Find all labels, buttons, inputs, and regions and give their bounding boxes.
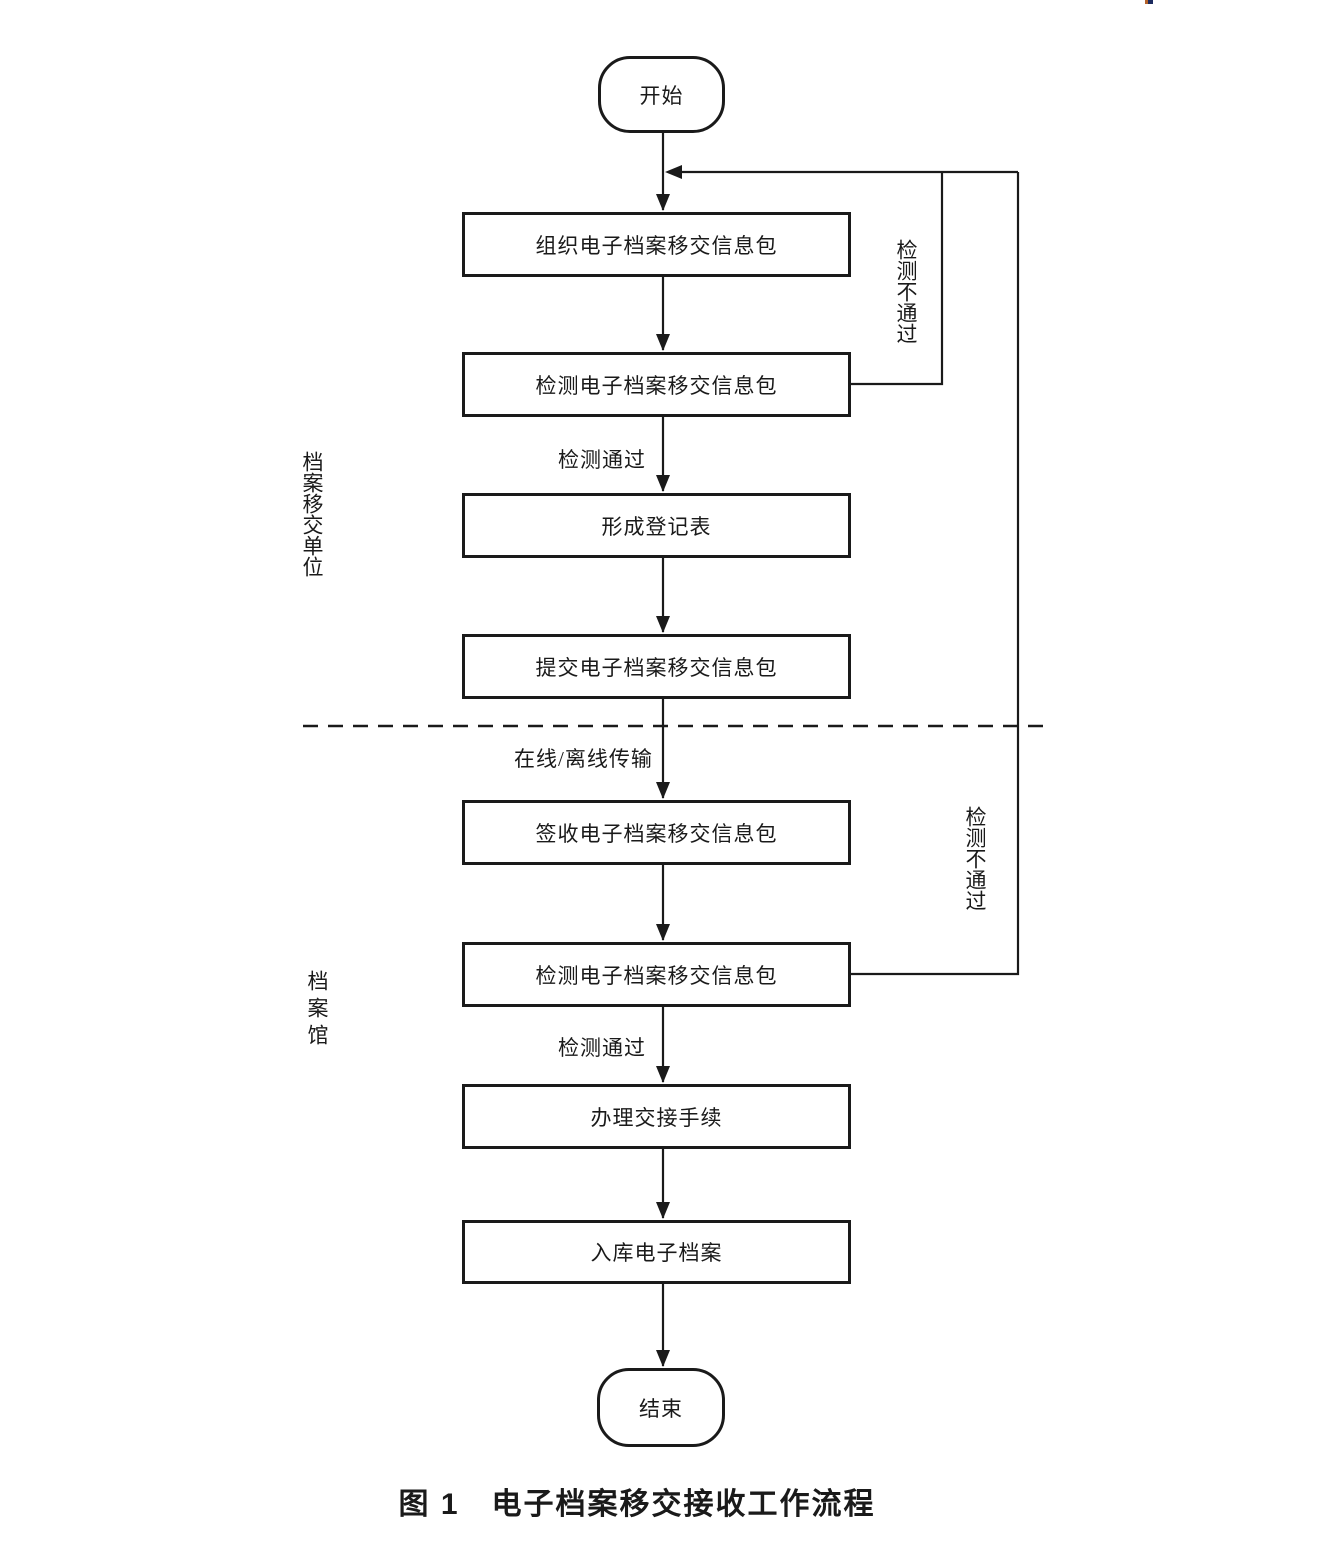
process-box-form-registry: 形成登记表 <box>462 493 851 558</box>
store-archives-label: 入库电子档案 <box>590 1241 723 1265</box>
edge-label-check-fail-1: 检测不通过 <box>894 239 919 344</box>
form-registry-label: 形成登记表 <box>601 514 712 539</box>
arrowheads <box>656 165 682 1367</box>
check-package-2-label: 检测电子档案移交信息包 <box>535 963 778 988</box>
scan-artifact <box>1145 0 1153 4</box>
process-box-check-package-1: 检测电子档案移交信息包 <box>462 352 851 417</box>
lane-label-transfer-unit: 档案移交单位 <box>300 451 325 577</box>
lane-label-archives-repository: 档案馆 <box>305 970 330 1051</box>
arrowhead-down-icon <box>656 334 670 351</box>
end-label: 结束 <box>639 1396 683 1421</box>
process-box-organize-package: 组织电子档案移交信息包 <box>462 212 851 277</box>
arrowhead-down-icon <box>656 616 670 633</box>
arrowhead-left-icon <box>665 165 682 179</box>
sign-receive-package-label: 签收电子档案移交信息包 <box>535 821 778 846</box>
figure-caption: 图 1 电子档案移交接收工作流程 <box>398 1488 876 1521</box>
edge-label-online-offline-transfer: 在线/离线传输 <box>514 747 653 771</box>
process-box-submit-package: 提交电子档案移交信息包 <box>462 634 851 699</box>
arrowhead-down-icon <box>656 1350 670 1367</box>
edge-check2-fail-loop <box>851 172 1020 976</box>
edge-label-check-pass-2: 检测通过 <box>558 1036 646 1060</box>
edge-label-check-pass-1: 检测通过 <box>558 448 646 472</box>
terminator-end: 结束 <box>597 1368 725 1447</box>
terminator-start: 开始 <box>598 56 725 133</box>
arrowhead-down-icon <box>656 475 670 492</box>
arrowhead-down-icon <box>656 924 670 941</box>
process-box-check-package-2: 检测电子档案移交信息包 <box>462 942 851 1007</box>
organize-package-label: 组织电子档案移交信息包 <box>535 233 778 258</box>
submit-package-label: 提交电子档案移交信息包 <box>535 655 778 680</box>
process-box-sign-receive-package: 签收电子档案移交信息包 <box>462 800 851 865</box>
edge-check1-fail-loop <box>851 172 944 386</box>
arrowhead-down-icon <box>656 194 670 211</box>
arrowhead-down-icon <box>656 1066 670 1083</box>
arrowhead-down-icon <box>656 782 670 799</box>
handover-procedure-label: 办理交接手续 <box>590 1105 723 1130</box>
check-package-1-label: 检测电子档案移交信息包 <box>535 373 778 398</box>
start-label: 开始 <box>639 83 684 108</box>
process-box-handover-procedure: 办理交接手续 <box>462 1084 851 1149</box>
edge-label-check-fail-2: 检测不通过 <box>963 806 988 911</box>
arrowhead-down-icon <box>656 1202 670 1219</box>
process-box-store-archives: 入库电子档案 <box>462 1220 851 1284</box>
